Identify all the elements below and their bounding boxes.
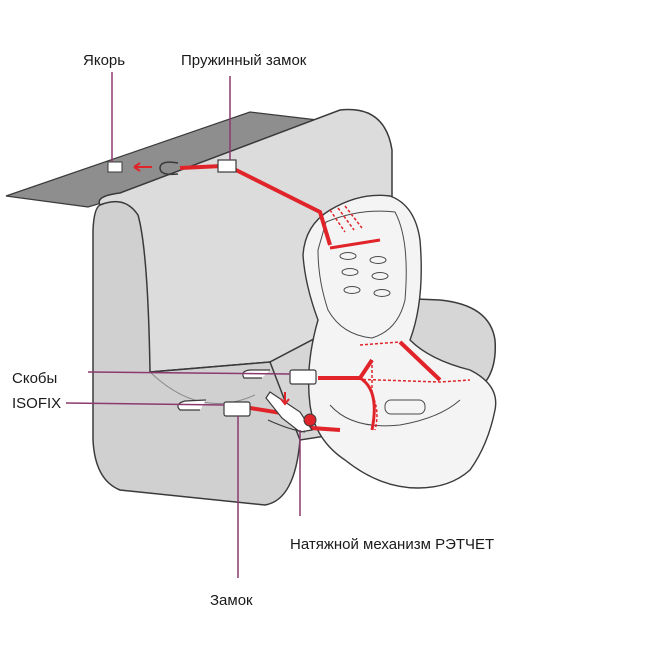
anchor-icon [107, 161, 123, 173]
isofix-brackets-label-line2: ISOFIX [12, 395, 62, 412]
spring-hook-icon [159, 161, 179, 176]
anchor-arrow-icon [133, 162, 152, 172]
ratchet-label: Натяжной механизм РЭТЧЕТ [290, 536, 495, 553]
spring-lock-icon [217, 159, 237, 173]
isofix-brackets-label-line1: Скобы [12, 370, 58, 387]
ratchet-knob-icon [303, 413, 317, 427]
rear-seat-left-bolster [92, 200, 301, 506]
spring-lock-label: Пружинный замок [181, 52, 307, 69]
lock-connector-lower-icon [223, 401, 251, 417]
lock-label: Замок [210, 592, 253, 609]
lock-connector-upper-icon [289, 369, 317, 385]
strap-arrow-icon [280, 392, 290, 406]
leader-lines [65, 72, 301, 578]
top-tether-strap [179, 164, 381, 250]
anchor-label: Якорь [83, 52, 126, 69]
